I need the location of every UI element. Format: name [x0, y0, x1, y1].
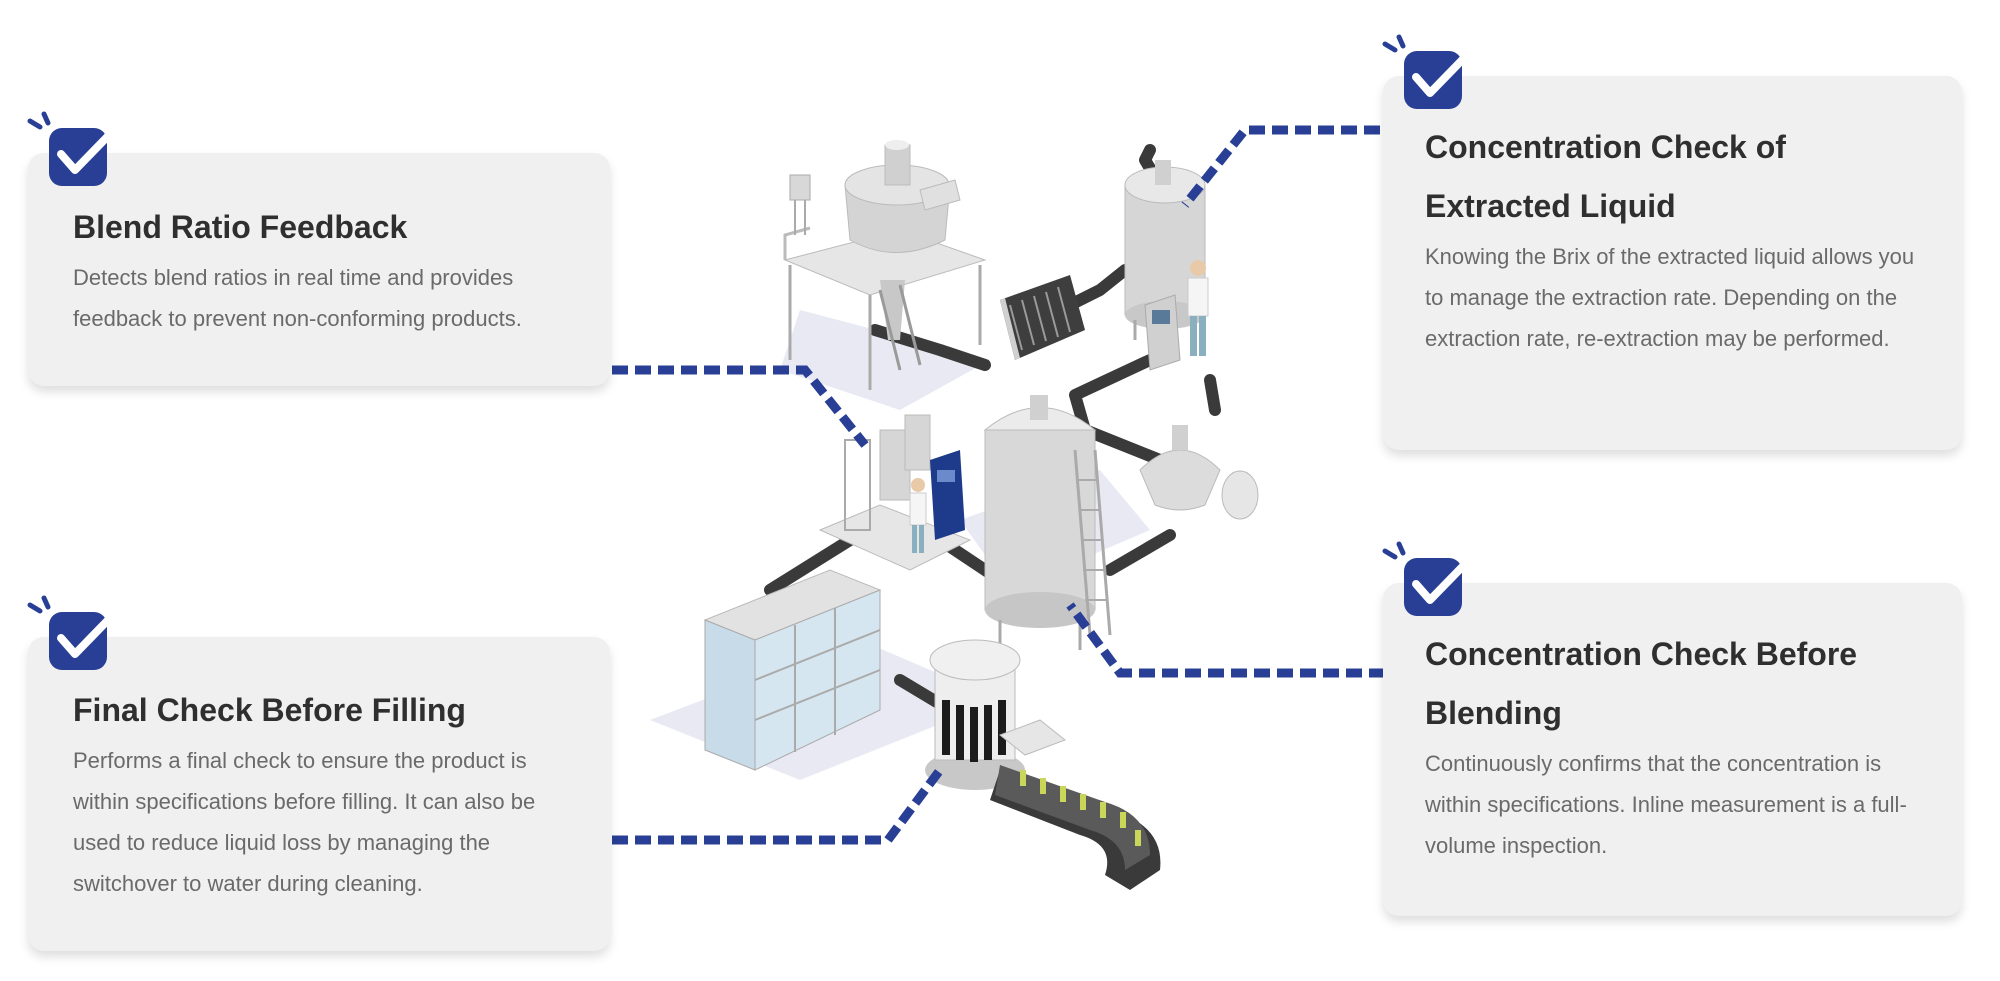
heat-exchanger — [1000, 275, 1085, 360]
checkmark-badge-icon — [1382, 541, 1470, 616]
worker-icon — [1187, 260, 1209, 356]
card-title: Blend Ratio Feedback — [73, 209, 408, 245]
card-title: Concentration Check Before Blending — [1425, 636, 1858, 731]
card-title: Final Check Before Filling — [73, 692, 466, 728]
mixing-tank-platform — [783, 140, 987, 390]
info-card-extracted-liquid: Concentration Check of Extracted Liquid … — [1383, 76, 1962, 450]
checkmark-badge-icon — [27, 595, 115, 670]
card-description: Knowing the Brix of the extracted liquid… — [1425, 244, 1915, 351]
storage-tank — [983, 395, 1112, 650]
centrifuge-separator — [1139, 425, 1259, 520]
card-title: Concentration Check of Extracted Liquid — [1425, 129, 1786, 224]
checkmark-badge-icon — [27, 111, 115, 186]
checkmark-badge-icon — [1382, 34, 1470, 109]
card-description: Performs a final check to ensure the pro… — [73, 748, 536, 896]
info-card-before-filling: Final Check Before Filling Performs a fi… — [28, 637, 610, 951]
conveyor-belt — [990, 719, 1161, 890]
processing-station — [818, 414, 972, 571]
filling-machine — [925, 639, 1025, 790]
info-card-blend-ratio: Blend Ratio Feedback Detects blend ratio… — [28, 153, 610, 386]
card-description: Detects blend ratios in real time and pr… — [73, 265, 522, 331]
control-panel — [1144, 294, 1181, 371]
info-card-before-blending: Concentration Check Before Blending Cont… — [1383, 583, 1962, 916]
cooling-rack — [703, 569, 882, 771]
card-description: Continuously confirms that the concentra… — [1425, 751, 1907, 858]
